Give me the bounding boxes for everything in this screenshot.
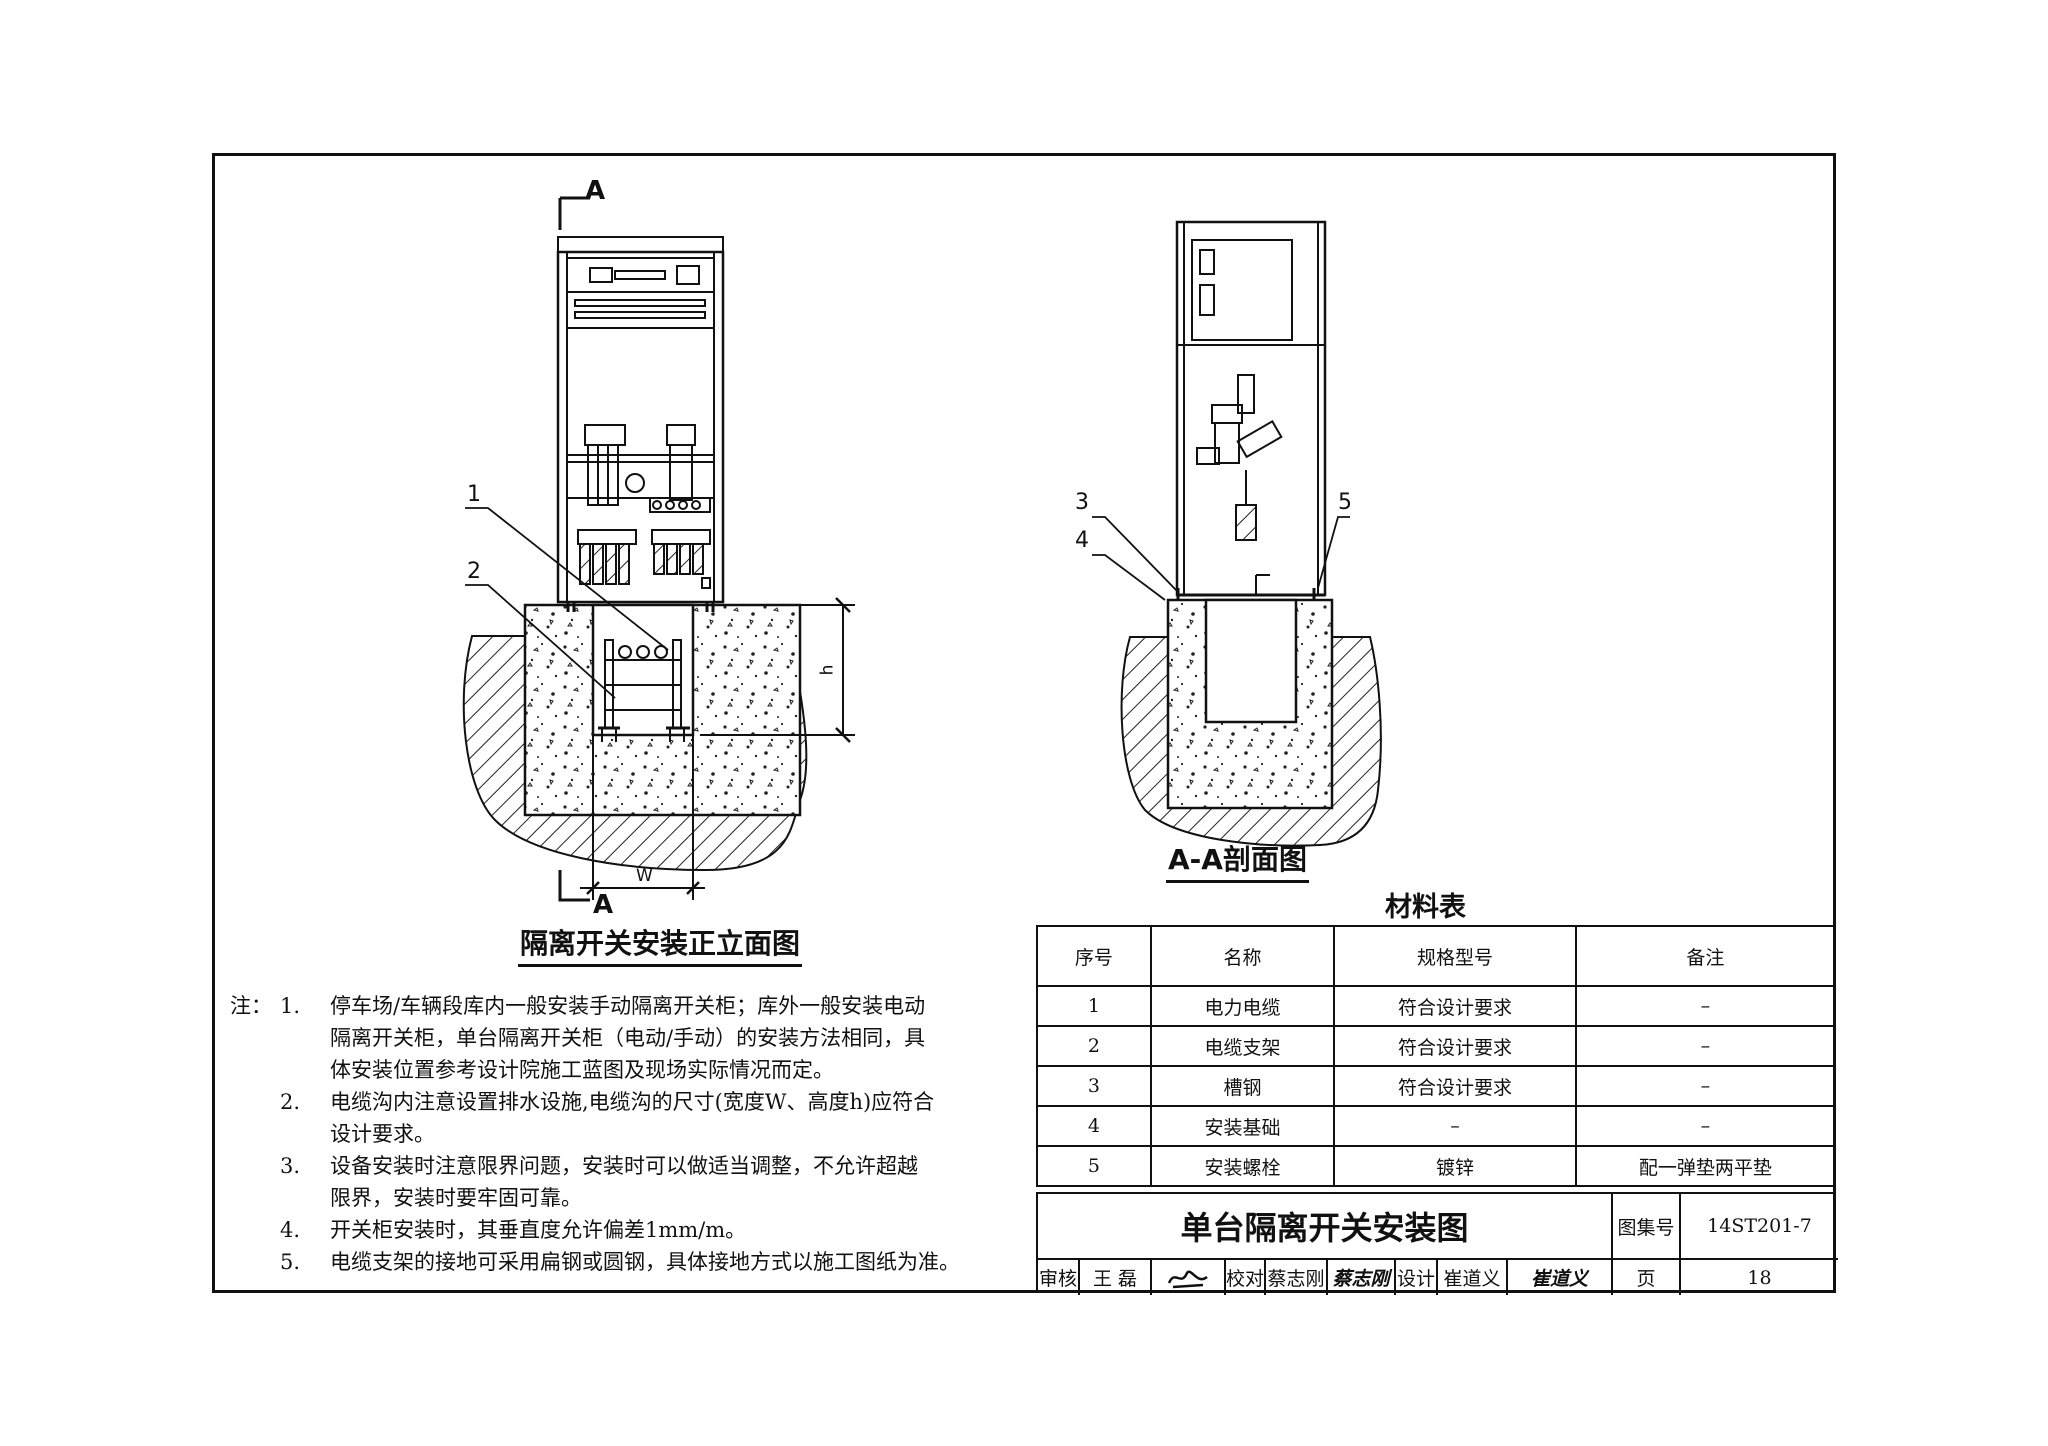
note-3: 3. 设备安装时注意限界问题，安装时可以做适当调整，不允许超越 限界，安装时要牢… xyxy=(230,1150,1030,1214)
note-text: 电缆支架的接地可采用扁钢或圆钢，具体接地方式以施工图纸为准。 xyxy=(330,1246,1030,1278)
table-cell: – xyxy=(1574,1105,1837,1147)
note-line: 体安装位置参考设计院施工蓝图及现场实际情况而定。 xyxy=(330,1058,834,1082)
drawing-title: 单台隔离开关安装图 xyxy=(1038,1194,1613,1260)
callout-3: 3 xyxy=(1075,490,1089,515)
note-line: 限界，安装时要牢固可靠。 xyxy=(330,1186,582,1210)
cable-bracket xyxy=(598,639,690,742)
table-row: 1 电力电缆 符合设计要求 – xyxy=(1036,985,1837,1027)
table-cell: – xyxy=(1574,1025,1837,1067)
note-line: 电缆沟内注意设置排水设施,电缆沟的尺寸(宽度W、高度h)应符合 xyxy=(330,1090,935,1114)
notes: 注： 1. 停车场/车辆段库内一般安装手动隔离开关柜；库外一般安装电动 隔离开关… xyxy=(230,990,1030,1278)
design-signature: 崔道义 xyxy=(1508,1260,1613,1295)
notes-heading: 注： xyxy=(230,994,272,1018)
table-header-row: 序号 名称 规格型号 备注 xyxy=(1036,925,1837,987)
table-cell: 2 xyxy=(1036,1025,1152,1067)
note-4: 4. 开关柜安装时，其垂直度允许偏差1mm/m。 xyxy=(230,1214,1030,1246)
note-2: 2. 电缆沟内注意设置排水设施,电缆沟的尺寸(宽度W、高度h)应符合 设计要求。 xyxy=(230,1086,1030,1150)
disconnector-left xyxy=(577,424,645,585)
callout-1: 1 xyxy=(467,482,481,507)
table-cell: 配一弹垫两平垫 xyxy=(1574,1145,1837,1187)
review-signature-mark xyxy=(1167,1270,1208,1288)
table-row: 5 安装螺栓 镀锌 配一弹垫两平垫 xyxy=(1036,1145,1837,1187)
col-header: 名称 xyxy=(1149,925,1336,987)
review-name: 王 磊 xyxy=(1080,1260,1152,1295)
note-text: 设备安装时注意限界问题，安装时可以做适当调整，不允许超越 限界，安装时要牢固可靠… xyxy=(330,1150,1030,1214)
note-number: 1. xyxy=(280,994,301,1018)
note-line: 开关柜安装时，其垂直度允许偏差1mm/m。 xyxy=(330,1218,747,1242)
col-header: 序号 xyxy=(1036,925,1152,987)
check-label: 校对 xyxy=(1226,1260,1266,1295)
table-cell: 1 xyxy=(1036,985,1152,1027)
table-cell: 4 xyxy=(1036,1105,1152,1147)
atlas-number: 14ST201-7 xyxy=(1681,1194,1838,1260)
design-name: 崔道义 xyxy=(1438,1260,1508,1295)
table-row: 2 电缆支架 符合设计要求 – xyxy=(1036,1025,1837,1067)
table-cell: – xyxy=(1574,1065,1837,1107)
dim-height-label: h xyxy=(817,664,838,676)
table-cell: 符合设计要求 xyxy=(1333,985,1577,1027)
col-header: 规格型号 xyxy=(1333,925,1577,987)
section-marker-bottom: A xyxy=(593,890,614,920)
table-cell: 符合设计要求 xyxy=(1333,1025,1577,1067)
note-number: 3. xyxy=(280,1154,301,1178)
section-marker-top: A xyxy=(585,176,606,206)
table-cell: 槽钢 xyxy=(1149,1065,1336,1107)
note-number: 4. xyxy=(280,1218,301,1242)
check-signature: 蔡志刚 xyxy=(1328,1260,1396,1295)
table-cell: 3 xyxy=(1036,1065,1152,1107)
section-view xyxy=(1092,220,1382,847)
table-cell: 镀锌 xyxy=(1333,1145,1577,1187)
dim-width-label: W xyxy=(636,866,653,886)
materials-table: 序号 名称 规格型号 备注 1 电力电缆 符合设计要求 – 2 电缆支架 符合设… xyxy=(1036,925,1837,1187)
note-number: 5. xyxy=(280,1250,301,1274)
table-row: 3 槽钢 符合设计要求 – xyxy=(1036,1065,1837,1107)
atlas-label: 图集号 xyxy=(1613,1194,1681,1260)
review-signature xyxy=(1152,1260,1226,1295)
page-label: 页 xyxy=(1613,1260,1681,1295)
note-line: 停车场/车辆段库内一般安装手动隔离开关柜；库外一般安装电动 xyxy=(330,994,926,1018)
note-number: 2. xyxy=(280,1090,301,1114)
table-cell: 电力电缆 xyxy=(1149,985,1336,1027)
note-line: 设计要求。 xyxy=(330,1122,435,1146)
note-1: 注： 1. 停车场/车辆段库内一般安装手动隔离开关柜；库外一般安装电动 隔离开关… xyxy=(230,990,1030,1086)
table-cell: 安装基础 xyxy=(1149,1105,1336,1147)
design-label: 设计 xyxy=(1396,1260,1438,1295)
section-view-title: A-A剖面图 xyxy=(1166,838,1309,883)
note-line: 电缆支架的接地可采用扁钢或圆钢，具体接地方式以施工图纸为准。 xyxy=(330,1250,960,1274)
materials-title: 材料表 xyxy=(1385,892,1466,923)
note-text: 停车场/车辆段库内一般安装手动隔离开关柜；库外一般安装电动 隔离开关柜，单台隔离… xyxy=(330,990,1030,1086)
note-text: 开关柜安装时，其垂直度允许偏差1mm/m。 xyxy=(330,1214,1030,1246)
table-cell: – xyxy=(1333,1105,1577,1147)
review-label: 审核 xyxy=(1038,1260,1080,1295)
title-block: 单台隔离开关安装图 图集号 14ST201-7 审核 王 磊 校对 蔡志刚 蔡志… xyxy=(1036,1192,1838,1295)
table-row: 4 安装基础 – – xyxy=(1036,1105,1837,1147)
front-elevation xyxy=(462,196,855,902)
note-line: 隔离开关柜，单台隔离开关柜（电动/手动）的安装方法相同，具 xyxy=(330,1026,926,1050)
front-view-title: 隔离开关安装正立面图 xyxy=(518,922,803,967)
table-cell: 5 xyxy=(1036,1145,1152,1187)
table-cell: – xyxy=(1574,985,1837,1027)
table-cell: 安装螺栓 xyxy=(1149,1145,1336,1187)
callout-2: 2 xyxy=(467,559,481,584)
note-text: 电缆沟内注意设置排水设施,电缆沟的尺寸(宽度W、高度h)应符合 设计要求。 xyxy=(330,1086,1030,1150)
callout-5: 5 xyxy=(1338,490,1352,515)
note-5: 5. 电缆支架的接地可采用扁钢或圆钢，具体接地方式以施工图纸为准。 xyxy=(230,1246,1030,1278)
col-header: 备注 xyxy=(1574,925,1837,987)
disconnector-right xyxy=(649,424,711,589)
note-line: 设备安装时注意限界问题，安装时可以做适当调整，不允许超越 xyxy=(330,1154,918,1178)
page-number: 18 xyxy=(1747,1266,1772,1289)
callout-4: 4 xyxy=(1075,528,1089,553)
table-cell: 符合设计要求 xyxy=(1333,1065,1577,1107)
check-name: 蔡志刚 xyxy=(1266,1260,1328,1295)
table-cell: 电缆支架 xyxy=(1149,1025,1336,1067)
drawing-frame xyxy=(212,153,1836,1293)
